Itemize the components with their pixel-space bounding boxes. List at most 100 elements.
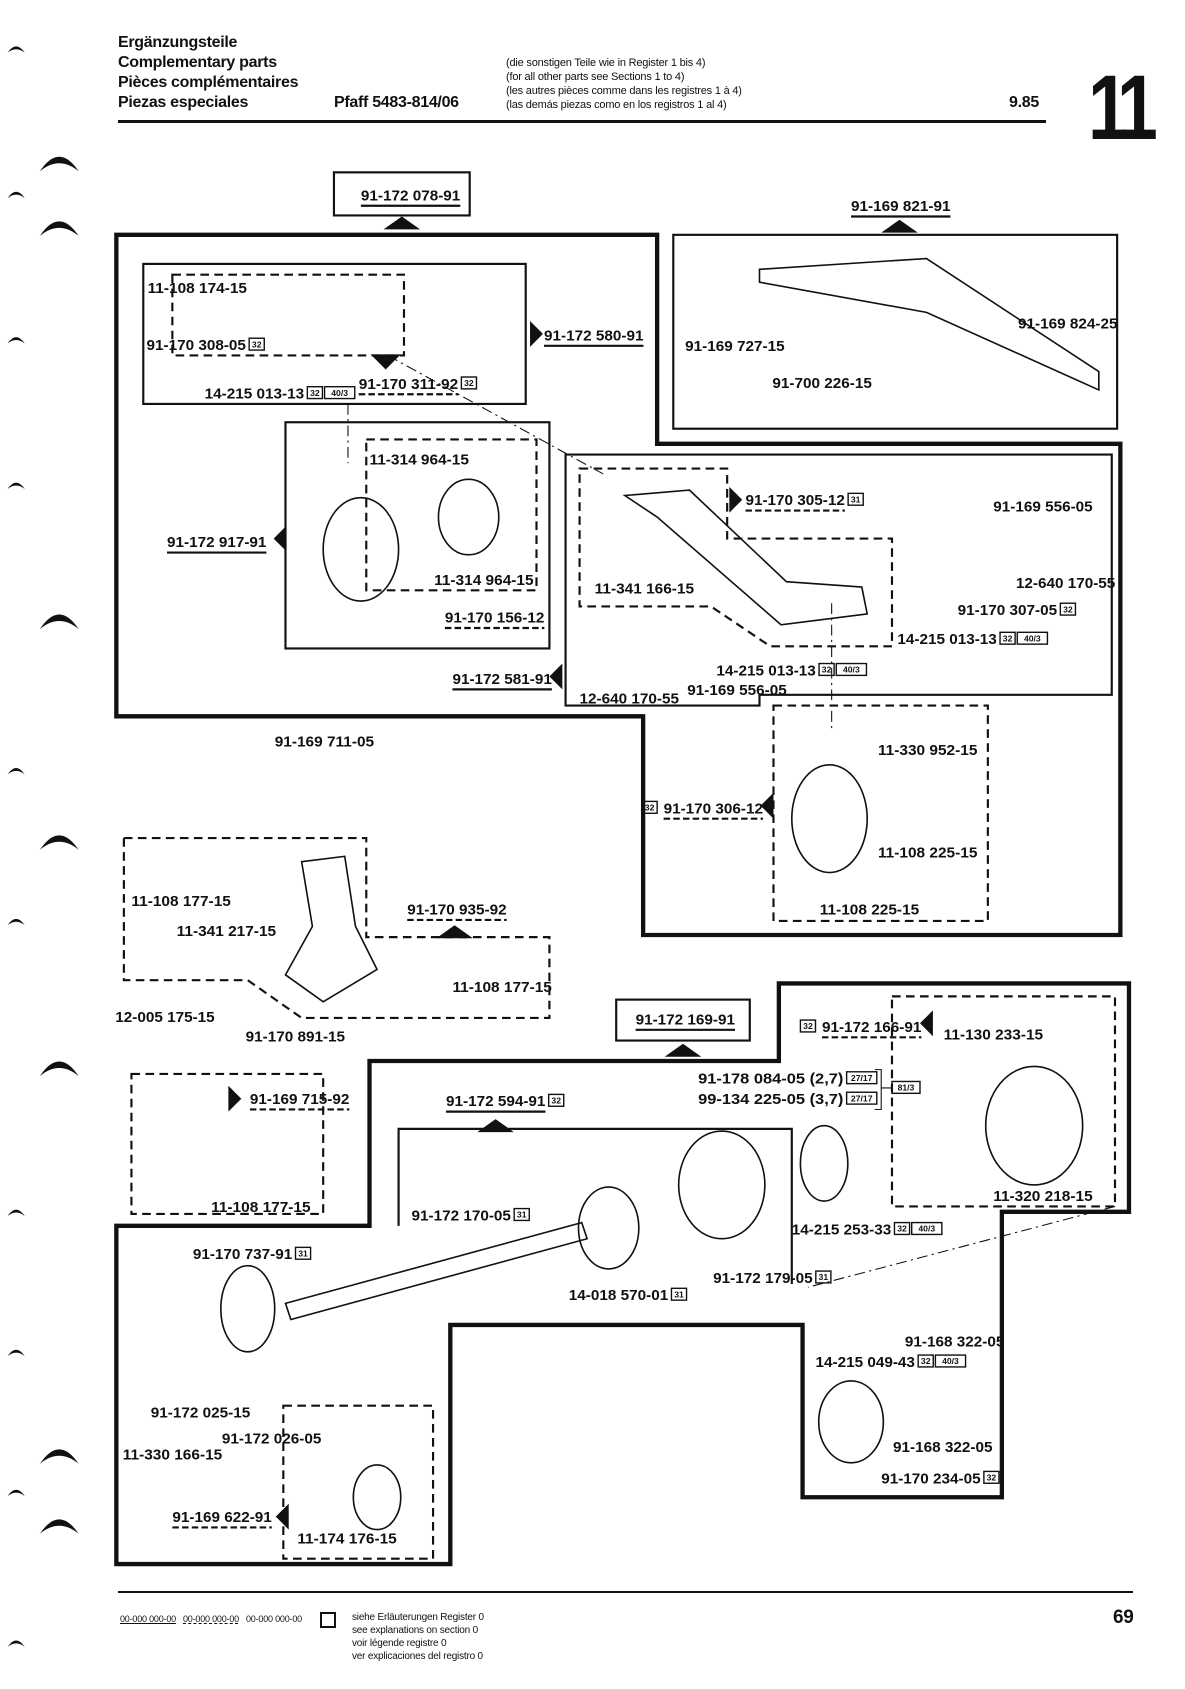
register-tag-box bbox=[1059, 602, 1077, 616]
part-number: 14-215 013-13 bbox=[716, 662, 815, 679]
register-tag-box bbox=[799, 1019, 817, 1033]
part-number: 11-174 176-15 bbox=[297, 1531, 396, 1548]
box-ref-078 bbox=[332, 171, 471, 217]
part-label: 11-341 166-15 bbox=[595, 581, 694, 598]
part-label: 91-169 711-05 bbox=[275, 733, 374, 750]
part-number: 91-170 311-92 bbox=[359, 376, 458, 393]
binding-hole-mark bbox=[39, 1061, 79, 1077]
part-number: 91-172 917-91 bbox=[167, 534, 266, 551]
part-number: 11-108 177-15 bbox=[131, 893, 230, 910]
part-number: 91-170 305-12 bbox=[745, 492, 844, 509]
group-outline-upper bbox=[114, 232, 1123, 938]
part-label: 91-170 935-92 bbox=[407, 902, 507, 921]
register-tag-box bbox=[294, 1246, 312, 1260]
reference-arrow-icon bbox=[919, 1010, 933, 1037]
part-number: 91-700 226-15 bbox=[772, 375, 871, 392]
register-tag-box bbox=[1016, 631, 1049, 645]
register-tag: 32 bbox=[252, 339, 262, 349]
register-tag: 32 bbox=[897, 1224, 907, 1234]
part-label: 91-170 305-12 31 bbox=[745, 492, 864, 512]
part-number: 91-172 169-91 bbox=[636, 1011, 735, 1028]
collar-part bbox=[437, 478, 500, 556]
binding-hole-mark bbox=[7, 1489, 25, 1497]
part-label: 11-108 225-15 bbox=[878, 844, 977, 861]
binding-hole-mark bbox=[39, 221, 79, 236]
part-label: 11-108 177-15 bbox=[452, 979, 551, 996]
part-label: 11-314 964-15 bbox=[370, 451, 469, 468]
part-label: 11-174 176-15 bbox=[297, 1531, 396, 1548]
part-number: 14-215 049-43 bbox=[815, 1354, 914, 1371]
part-number: 11-341 166-15 bbox=[595, 581, 694, 598]
part-number: 11-320 218-15 bbox=[993, 1188, 1092, 1205]
part-number: 91-169 556-05 bbox=[687, 682, 786, 699]
part-number: 91-169 824-25 bbox=[1018, 316, 1117, 333]
note-en: (for all other parts see Sections 1 to 4… bbox=[506, 71, 685, 83]
part-label: 91-170 308-05 32 bbox=[147, 337, 265, 354]
reference-arrow-icon bbox=[549, 663, 563, 690]
part-number: 91-169 711-05 bbox=[275, 733, 374, 750]
box-ref-169 bbox=[615, 998, 751, 1042]
register-tag: 31 bbox=[819, 1272, 829, 1282]
part-number: 91-172 078-91 bbox=[361, 187, 460, 204]
register-tag: 32 bbox=[310, 388, 320, 398]
part-label: 91-169 622-91 bbox=[172, 1509, 272, 1529]
part-label: 91-170 891-15 bbox=[246, 1029, 345, 1046]
register-tag: 40/3 bbox=[918, 1224, 935, 1234]
register-tag-box bbox=[917, 1354, 934, 1368]
reference-arrow-icon bbox=[729, 486, 743, 513]
section-number: 11 bbox=[1088, 57, 1158, 159]
register-tag: 27/17 bbox=[851, 1073, 873, 1083]
part-label: 91-172 025-15 bbox=[151, 1405, 250, 1422]
part-label: 11-130 233-15 bbox=[944, 1026, 1043, 1043]
collar-part bbox=[322, 496, 400, 602]
register-tag: 32 bbox=[822, 665, 832, 675]
bracket bbox=[874, 1069, 892, 1111]
model-number: Pfaff 5483-814/06 bbox=[334, 94, 459, 111]
part-number: 91-169 715-92 bbox=[250, 1091, 349, 1108]
part-number: 91-168 322-05 bbox=[905, 1333, 1004, 1350]
bushing bbox=[790, 763, 869, 874]
reference-arrow-icon bbox=[530, 320, 543, 347]
part-label: 91-172 169-91 bbox=[636, 1011, 735, 1031]
part-label: 91-700 226-15 bbox=[772, 375, 871, 392]
binding-hole-mark bbox=[7, 482, 25, 490]
register-tag: 32 bbox=[1063, 604, 1073, 614]
part-number: 91-172 581-91 bbox=[452, 671, 551, 688]
register-tag-box bbox=[835, 662, 868, 677]
reference-arrow-icon bbox=[881, 219, 918, 233]
part-number: 11-108 225-15 bbox=[878, 844, 977, 861]
dashed-group bbox=[890, 995, 1117, 1208]
binding-hole-mark bbox=[39, 156, 79, 172]
part-number: 91-172 166-91 bbox=[822, 1019, 921, 1036]
flange bbox=[817, 1380, 885, 1464]
register-tag-box bbox=[323, 386, 356, 400]
part-label: 91-169 821-91 bbox=[851, 198, 951, 218]
register-tag: 31 bbox=[851, 494, 861, 504]
part-label: 91-169 556-05 bbox=[993, 499, 1092, 516]
reference-arrow-icon bbox=[370, 354, 401, 370]
part-label: 91-172 581-91 bbox=[452, 671, 552, 691]
part-number: 91-170 308-05 bbox=[147, 337, 246, 354]
binding-hole-mark bbox=[7, 1349, 25, 1357]
box-sub-assembly bbox=[397, 1127, 793, 1284]
part-label: 12-005 175-15 bbox=[115, 1009, 214, 1026]
part-number: 91-170 935-92 bbox=[407, 902, 506, 919]
part-number: 11-108 177-15 bbox=[452, 979, 551, 996]
part-number: 11-341 217-15 bbox=[177, 923, 276, 940]
dashed-group bbox=[122, 836, 551, 1020]
legend-code-solid: 00-000 000-00 bbox=[120, 1614, 176, 1624]
register-tag-box bbox=[815, 1270, 832, 1284]
part-label: 91-169 556-05 bbox=[687, 682, 786, 699]
part-number: 91-168 322-05 bbox=[893, 1439, 992, 1456]
register-tag-box bbox=[845, 1091, 878, 1105]
register-tag: 31 bbox=[674, 1289, 684, 1299]
part-number: 91-172 170-05 bbox=[412, 1207, 511, 1224]
part-label: 11-314 964-15 bbox=[434, 572, 533, 589]
